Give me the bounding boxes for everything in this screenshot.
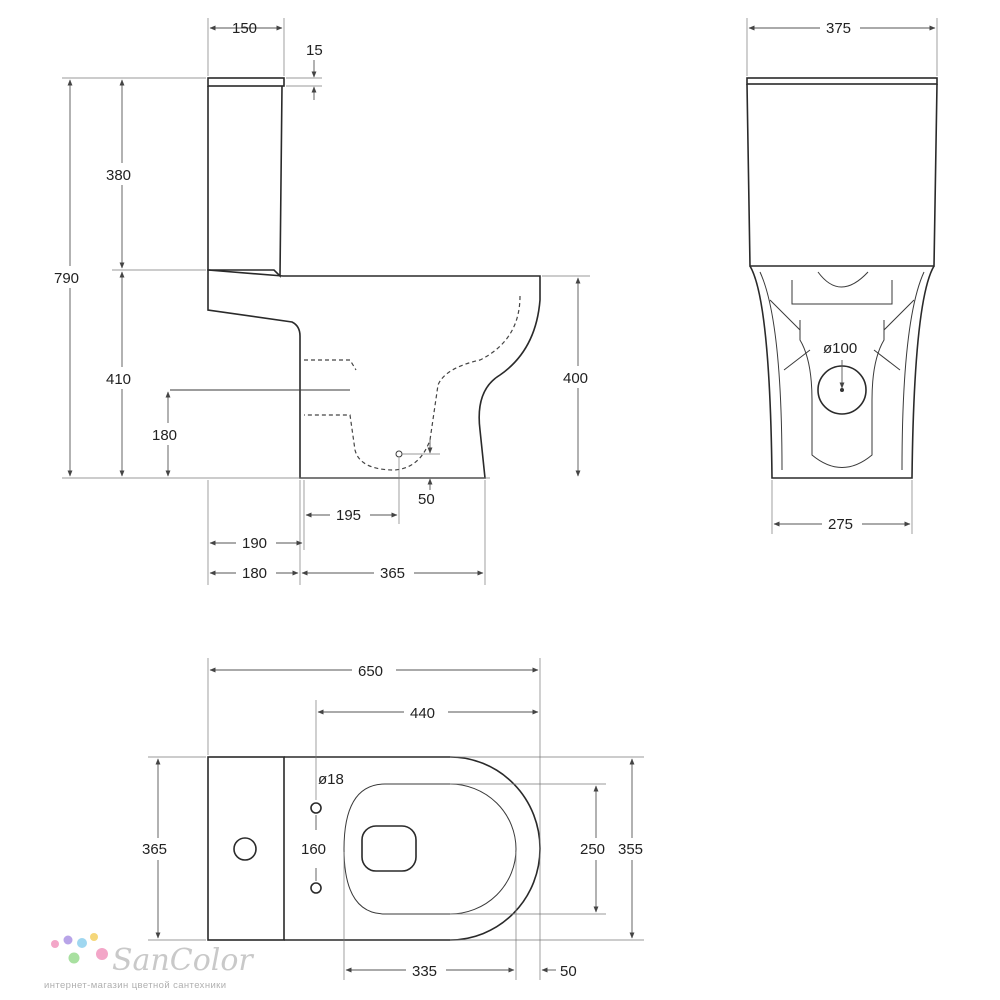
front-tank-body (746, 83, 938, 267)
logo-dot (90, 933, 98, 941)
dim-base-len: 365 (380, 565, 405, 582)
dim-outlet-dia: ø100 (823, 340, 857, 357)
dim-seat-width: 250 (580, 841, 605, 858)
dim-inlet-height: 180 (152, 427, 177, 444)
dim-bowl-front: 400 (563, 370, 588, 387)
top-seat (343, 783, 517, 915)
dim-outlet-dist: 195 (336, 507, 361, 524)
side-view: 150 15 790 380 410 180 400 50 (48, 18, 602, 585)
dim-hole-spacing: 160 (301, 841, 326, 858)
dim-wall-190: 190 (242, 535, 267, 552)
dim-seat-len: 335 (412, 963, 437, 980)
outlet-point (395, 450, 403, 458)
trapway-dashed (304, 295, 521, 471)
logo-brand: SanColor (112, 943, 254, 978)
logo-dot (96, 948, 108, 960)
dim-lid: 15 (306, 42, 323, 59)
dim-bowl-len: 440 (410, 705, 435, 722)
logo-tagline: интернет-магазин цветной сантехники (44, 980, 226, 991)
dim-bowl-width: 355 (618, 841, 643, 858)
dim-tank-height: 380 (106, 167, 131, 184)
dim-tank-width: 365 (142, 841, 167, 858)
top-tank-button (233, 837, 257, 861)
bowl-profile (207, 269, 541, 479)
dim-bowl-height: 410 (106, 371, 131, 388)
top-view: ø18 160 650 440 365 250 355 (136, 658, 652, 980)
top-seat-opening (361, 825, 417, 872)
front-tank-recess (791, 280, 893, 305)
tank-body (207, 85, 283, 278)
top-tank (207, 756, 285, 941)
dim-front-gap: 50 (560, 963, 577, 980)
front-tank-lid (746, 77, 938, 85)
dim-base-width: 275 (828, 516, 853, 533)
sancolor-logo: SanColor интернет-магазин цветной сантех… (44, 933, 254, 991)
dim-wall-180: 180 (242, 565, 267, 582)
dim-total-height: 790 (54, 270, 79, 287)
dim-outlet-size: 50 (418, 491, 435, 508)
tank-lid (207, 77, 285, 87)
dim-hole-dia: ø18 (318, 771, 344, 788)
logo-dot (63, 935, 73, 945)
front-view: ø100 375 275 (746, 18, 938, 534)
front-trap (799, 320, 885, 468)
logo-dot (51, 940, 59, 948)
dim-tank-depth: 150 (232, 20, 257, 37)
logo-dot (77, 938, 87, 948)
dim-top-width: 375 (826, 20, 851, 37)
logo-dot (68, 952, 80, 964)
front-bowl (749, 265, 935, 479)
hinge-hole-bottom (310, 882, 322, 894)
dim-total-len: 650 (358, 663, 383, 680)
inlet-dashed (304, 359, 357, 371)
hinge-hole-top (310, 802, 322, 814)
